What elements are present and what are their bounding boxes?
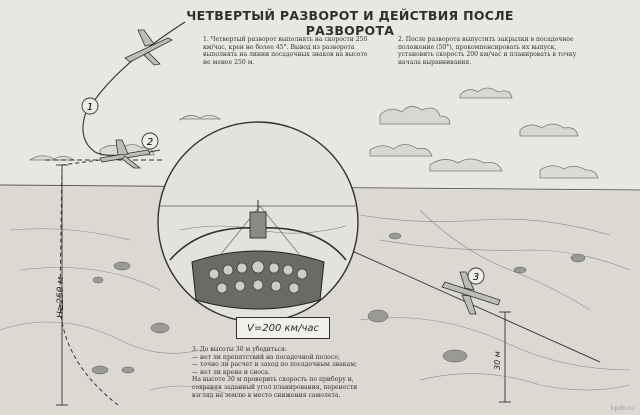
note-check-line: — нет ли препятствий на посадочной полос… xyxy=(192,353,340,361)
height-label-30: 30 м xyxy=(493,351,502,370)
speed-box: V=200 км/час xyxy=(236,317,330,339)
note-check-body: На высоте 30 м проверить скорость по при… xyxy=(192,376,358,399)
note-check: 3. До высоты 30 м убедиться: — нет ли пр… xyxy=(192,346,377,399)
airplane-icon xyxy=(441,271,501,315)
marker-3: 3 xyxy=(467,267,485,285)
watermark: kpdb.ru xyxy=(610,405,634,412)
cockpit-view xyxy=(157,121,359,323)
svg-text:3: 3 xyxy=(473,272,479,283)
marker-1: 1 xyxy=(81,97,99,115)
height-bracket-main xyxy=(56,164,68,406)
note-check-head: 3. До высоты 30 м убедиться: xyxy=(192,346,287,353)
svg-text:1: 1 xyxy=(87,102,93,113)
note-turn-text: 1. Четвертый разворот выполнять на скоро… xyxy=(203,36,368,66)
bushes xyxy=(91,232,586,375)
note-after-turn: 2. После разворота выпустить закрылки в … xyxy=(398,36,578,66)
note-after-turn-text: 2. После разворота выпустить закрылки в … xyxy=(398,36,577,66)
airplane-icon xyxy=(124,29,173,66)
note-check-line: — точно ли расчет и заход по посадочным … xyxy=(192,361,358,369)
glide-path-line xyxy=(349,249,601,363)
page-title: ЧЕТВЕРТЫЙ РАЗВОРОТ И ДЕЙСТВИЯ ПОСЛЕ РАЗВ… xyxy=(186,8,514,38)
ground-texture xyxy=(0,209,631,396)
svg-text:2: 2 xyxy=(147,137,153,148)
height-label-main: H≥250 м xyxy=(56,276,66,318)
clouds xyxy=(28,87,599,179)
marker-2: 2 xyxy=(141,132,159,150)
note-turn: 1. Четвертый разворот выполнять на скоро… xyxy=(203,36,373,66)
airplane-icon xyxy=(99,139,151,169)
note-check-line: — нет ли крена и сноса. xyxy=(192,368,270,376)
height-bracket-30 xyxy=(499,311,511,403)
